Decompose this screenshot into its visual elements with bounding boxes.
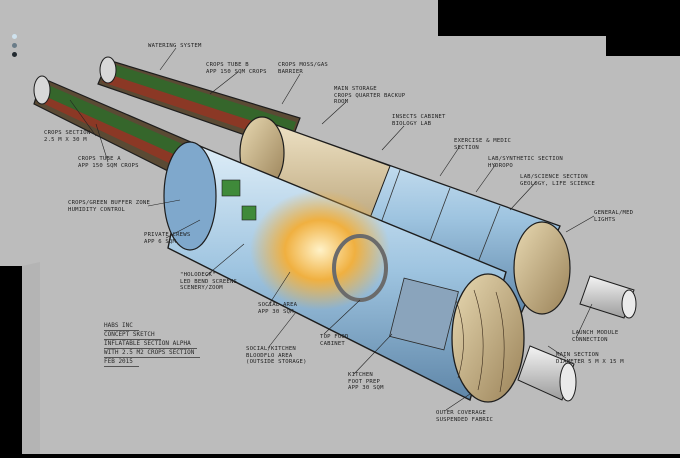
label-social-kitchen: SOCIAL/KITCHEN BLOODFLO AREA (OUTSIDE ST… bbox=[246, 346, 307, 365]
swatch-dot bbox=[12, 52, 17, 57]
label-exercise-medic: EXERCISE & MEDIC SECTION bbox=[454, 138, 512, 151]
title-line-type: CONCEPT SKETCH bbox=[104, 331, 161, 340]
label-launch-module: LAUNCH MODULE CONNECTION bbox=[572, 330, 619, 343]
label-crops-moss: CROPS MOSS/GAS BARRIER bbox=[278, 62, 328, 75]
label-outer-coverage: OUTER COVERAGE SUSPENDED FABRIC bbox=[436, 410, 494, 423]
label-social-area: SOCIAL AREA APP 30 SQM bbox=[258, 302, 298, 315]
label-crops-tube-a: CROPS TUBE A APP 150 SQM CROPS bbox=[78, 156, 139, 169]
label-lab-science: LAB/SCIENCE SECTION GEOLOGY, LIFE SCIENC… bbox=[520, 174, 595, 187]
label-crops-section: CROPS SECTION 2.5 M x 30 M bbox=[44, 130, 91, 143]
label-crops-green-buffer: CROPS/GREEN BUFFER ZONE HUMIDITY CONTROL bbox=[68, 200, 151, 213]
launch-module-pipe-back bbox=[579, 275, 637, 319]
label-main-storage: MAIN STORAGE CROPS QUARTER BACKUP ROOM bbox=[334, 86, 406, 105]
label-watering-system: WATERING SYSTEM bbox=[148, 43, 202, 49]
title-block: HABS INC CONCEPT SKETCH INFLATABLE SECTI… bbox=[104, 322, 201, 367]
label-lab-synthetic: LAB/SYNTHETIC SECTION HYDROPO bbox=[488, 156, 563, 169]
label-holodeck: "HOLODECK" LED BEND SCREENS SCENERY/ZOOM bbox=[180, 272, 238, 291]
swatch-dots bbox=[12, 34, 17, 61]
label-main-section: MAIN SECTION DIAMETER 5 M x 15 M bbox=[556, 352, 624, 365]
label-general-meds: GENERAL/MED LIGHTS bbox=[594, 210, 634, 223]
label-kitchen: KITCHEN FOOT PREP APP 30 SQM bbox=[348, 372, 384, 391]
launch-module-pipe-front bbox=[517, 345, 577, 402]
title-line-date: FEB 2015 bbox=[104, 358, 139, 367]
label-crops-tube-b: CROPS TUBE B APP 150 SQM CROPS bbox=[206, 62, 267, 75]
label-top-food: TOP FOOD CABINET bbox=[320, 334, 349, 347]
title-line-section: INFLATABLE SECTION ALPHA bbox=[104, 340, 197, 349]
leader-lines bbox=[69, 47, 595, 411]
title-line-company: HABS INC bbox=[104, 322, 139, 331]
crops-tube-a bbox=[33, 75, 201, 181]
label-insects-cabinet: INSECTS CABINET BIOLOGY LAB bbox=[392, 114, 446, 127]
swatch-dot bbox=[12, 34, 17, 39]
label-private-crews: PRIVATE CREWS APP 6 SQM bbox=[144, 232, 191, 245]
title-line-crops: WITH 2.5 M2 CROPS SECTION bbox=[104, 349, 201, 358]
swatch-dot bbox=[12, 43, 17, 48]
